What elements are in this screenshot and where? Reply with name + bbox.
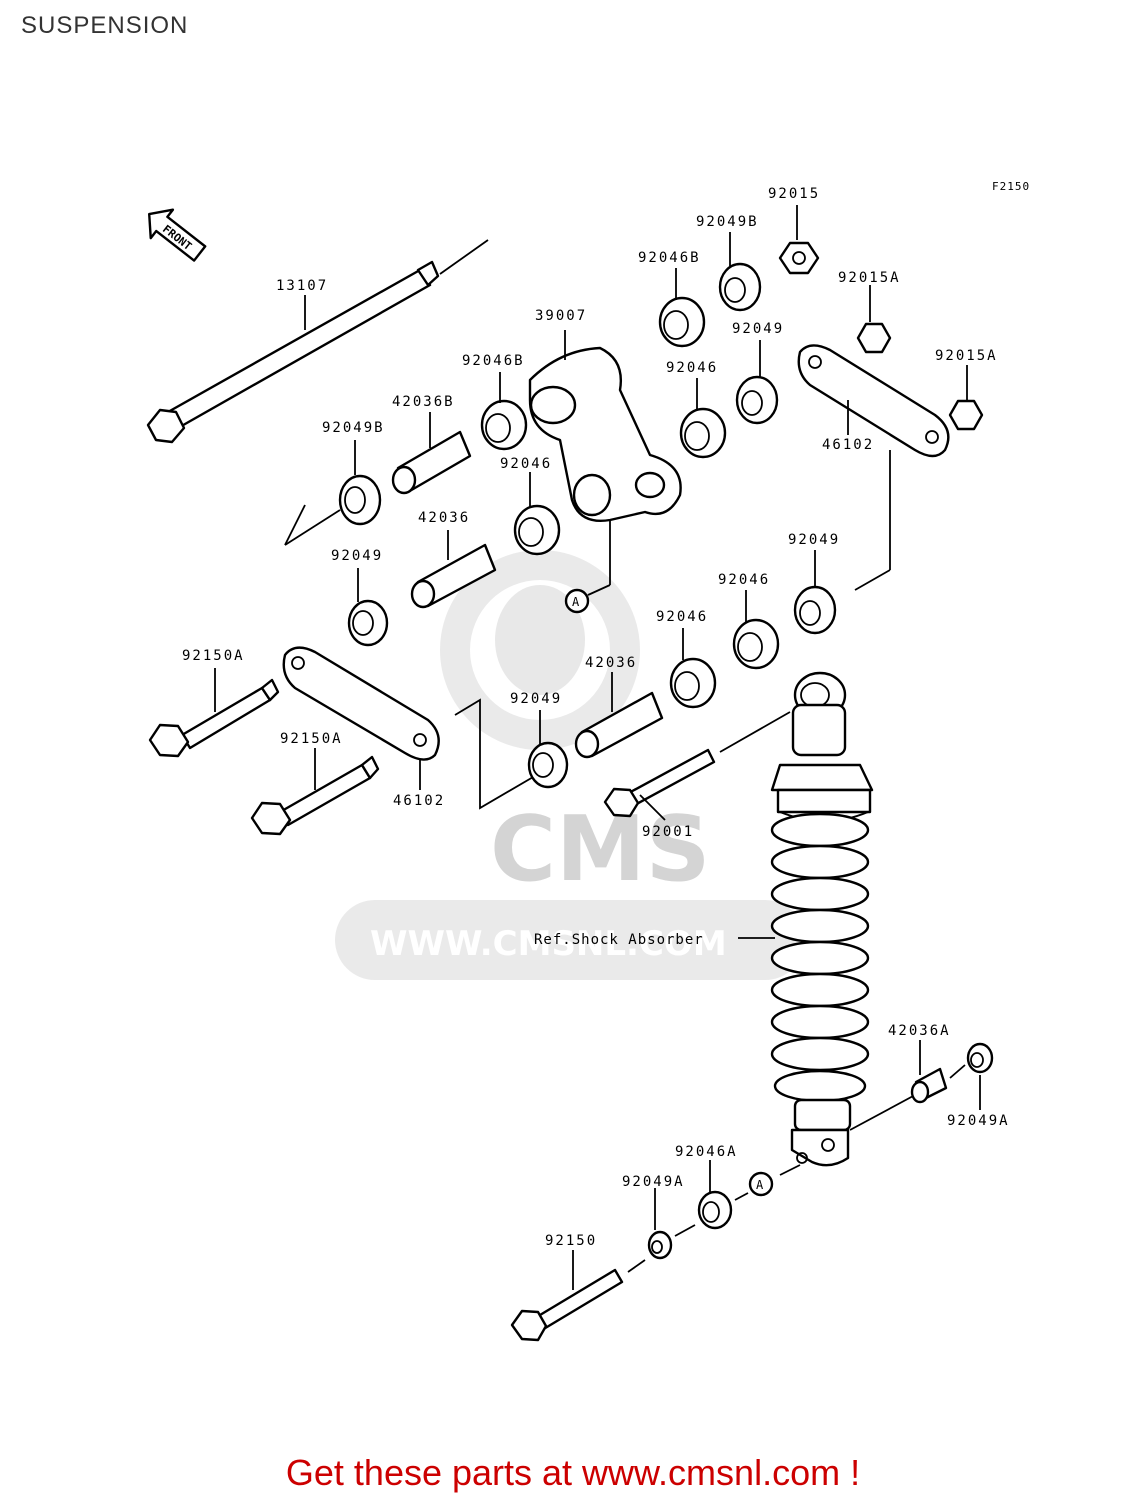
collar-92049A-right [966, 1042, 994, 1110]
nut-92015A-upper [856, 285, 892, 354]
bearing-92046B-top [658, 268, 706, 348]
label-92046-a: 92046 [666, 360, 718, 376]
label-92046B-mid: 92046B [462, 353, 525, 369]
label-92049-top: 92049 [732, 321, 784, 337]
parts-diagram: CMS WWW.CMSNL.COM F2150 FRONT [146, 180, 1030, 1342]
bushing-42036B [391, 412, 472, 495]
rocker-arm-39007 [528, 330, 682, 596]
bearing-92046-b [513, 472, 561, 556]
footer-link[interactable]: Get these parts at www.cmsnl.com ! [285, 1452, 861, 1493]
shock-absorber [738, 671, 916, 1176]
label-92049A-left: 92049A [622, 1174, 685, 1190]
bearing-92046-a [679, 378, 727, 459]
bushing-42036-lower [574, 672, 664, 759]
label-92046B-top: 92046B [638, 250, 701, 266]
watermark-url: WWW.CMSNL.COM [370, 924, 727, 964]
label-13107: 13107 [276, 278, 328, 294]
label-92049-left: 92049 [331, 548, 383, 564]
label-92046-d: 92046 [656, 609, 708, 625]
label-92150: 92150 [545, 1233, 597, 1249]
bushing-42036-upper [410, 530, 497, 609]
label-39007: 39007 [535, 308, 587, 324]
label-92015: 92015 [768, 186, 820, 202]
label-92015A-2: 92015A [935, 348, 998, 364]
label-92049B-left: 92049B [322, 420, 385, 436]
label-42036B: 42036B [392, 394, 455, 410]
marker-a-lower: A [748, 1171, 774, 1197]
watermark: CMS WWW.CMSNL.COM [335, 550, 805, 980]
nut-92015A-lower [948, 365, 984, 431]
bearing-92046-c [732, 590, 780, 670]
label-92015A-1: 92015A [838, 270, 901, 286]
bolt-92150A-upper [148, 668, 280, 758]
label-46102-right: 46102 [822, 437, 874, 453]
watermark-logo: CMS [490, 797, 710, 902]
marker-a-upper: A [564, 588, 590, 614]
label-42036-b: 42036 [585, 655, 637, 671]
collar-92049A-left [647, 1188, 696, 1260]
label-92150A-2: 92150A [280, 731, 343, 747]
collar-92049B-left [284, 440, 382, 546]
label-92049B-top: 92049B [696, 214, 759, 230]
marker-a-lower-label: A [756, 1178, 764, 1192]
collar-92049B-top [718, 232, 762, 312]
label-92049-right: 92049 [788, 532, 840, 548]
front-arrow-icon: FRONT [148, 208, 207, 262]
figure-code: F2150 [992, 180, 1030, 193]
label-92049A-right: 92049A [947, 1113, 1010, 1129]
coil-spring [770, 812, 870, 1103]
collar-42036A [910, 1040, 966, 1104]
bearing-92046-d [669, 628, 717, 709]
label-92046-b: 92046 [500, 456, 552, 472]
collar-92049-mid [527, 710, 569, 789]
bearing-92046A [697, 1160, 749, 1230]
bolt-92001 [603, 711, 791, 821]
page-title: SUSPENSION [21, 12, 189, 39]
bolt-92150A-lower [250, 748, 380, 836]
pivot-shaft-13107 [146, 239, 489, 444]
label-92150A-1: 92150A [182, 648, 245, 664]
label-42036-a: 42036 [418, 510, 470, 526]
marker-a-upper-label: A [572, 595, 580, 609]
collar-92049-right [793, 550, 837, 635]
label-92046A: 92046A [675, 1144, 738, 1160]
label-42036A: 42036A [888, 1023, 951, 1039]
tie-rod-46102-right [797, 344, 950, 591]
bolt-92150 [510, 1250, 646, 1342]
label-46102-left: 46102 [393, 793, 445, 809]
label-92046-c: 92046 [718, 572, 770, 588]
collar-92049-top [735, 340, 779, 425]
nut-92015 [778, 205, 820, 275]
label-92049-mid: 92049 [510, 691, 562, 707]
label-ref-shock-absorber: Ref.Shock Absorber [534, 932, 704, 948]
collar-92049-left [347, 568, 389, 647]
bearing-92046B-mid [480, 372, 528, 451]
tie-rod-46102-left [282, 646, 541, 810]
label-92001: 92001 [642, 824, 694, 840]
